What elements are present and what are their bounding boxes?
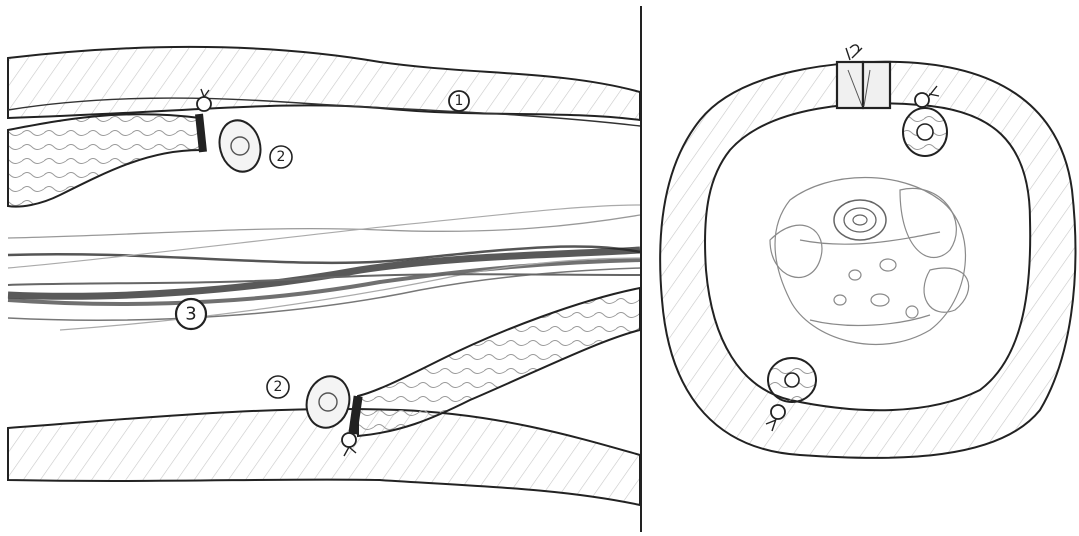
svg-text:2: 2 <box>277 149 286 165</box>
longitudinal-section: 1 2 3 2 <box>8 47 640 505</box>
tie-knot-upper <box>197 97 211 111</box>
central-strand <box>8 205 640 330</box>
cross-section-wall <box>660 62 1075 458</box>
tie-knot-right-lower <box>771 405 785 419</box>
cross-section <box>660 45 1075 458</box>
svg-text:1: 1 <box>455 93 464 109</box>
tie-knot-right-upper <box>915 93 929 107</box>
stalk-upper-end <box>214 116 266 177</box>
svg-text:2: 2 <box>274 379 283 395</box>
label-2-top: 2 <box>270 146 292 168</box>
tie-knot-lower <box>342 433 356 447</box>
clamp <box>837 45 890 108</box>
label-1: 1 <box>449 91 469 111</box>
vessel-wall-top <box>8 47 640 120</box>
inner-tissue <box>770 178 969 345</box>
svg-text:3: 3 <box>185 304 196 325</box>
label-2-bottom: 2 <box>267 376 289 398</box>
label-3: 3 <box>176 299 206 329</box>
